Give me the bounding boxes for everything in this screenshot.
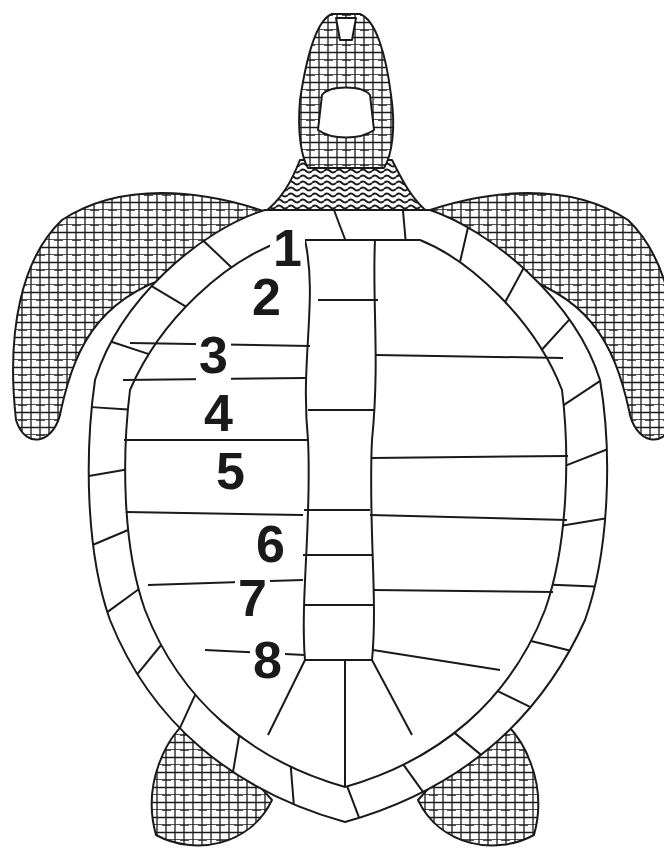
callout-number: 4 (201, 387, 236, 439)
callout-number: 6 (253, 518, 288, 570)
lateral-line (123, 343, 310, 655)
marginal-divider (137, 645, 161, 674)
marginal-divider (347, 786, 359, 817)
marginal-divider (92, 407, 128, 409)
marginal-divider (498, 691, 531, 707)
marginal-divider (89, 470, 125, 476)
vertebral-line (371, 240, 376, 660)
marginal-divider (403, 210, 406, 240)
marginal-divider (542, 320, 569, 350)
marginal-divider (334, 210, 345, 240)
callout-number: 5 (213, 445, 248, 497)
callout-number: 7 (235, 572, 270, 624)
marginal-divider (566, 449, 607, 465)
marginal-divider (403, 765, 423, 792)
marginal-divider (531, 641, 570, 650)
marginal-divider (204, 241, 232, 268)
marginal-divider (564, 381, 601, 405)
marginal-divider (553, 585, 595, 587)
marginal-divider (460, 227, 468, 262)
vertebral-line (268, 300, 412, 787)
marginal-divider (505, 268, 523, 302)
callout-number: 2 (249, 271, 284, 323)
head (299, 14, 393, 168)
marginal-divider (563, 518, 605, 525)
head-scute (318, 18, 374, 138)
callout-number: 3 (196, 329, 231, 381)
marginal-divider (454, 733, 481, 755)
lateral-line (370, 355, 568, 670)
marginal-divider (152, 286, 186, 307)
vertebral-line (304, 240, 310, 660)
callout-number: 8 (250, 634, 285, 686)
marginal-divider (93, 530, 128, 545)
marginal-divider (107, 589, 138, 612)
marginal-divider (180, 695, 195, 729)
marginal-divider (233, 736, 239, 772)
carapace (89, 210, 607, 822)
marginal-divider (291, 767, 294, 805)
callout-number: 1 (270, 222, 305, 274)
